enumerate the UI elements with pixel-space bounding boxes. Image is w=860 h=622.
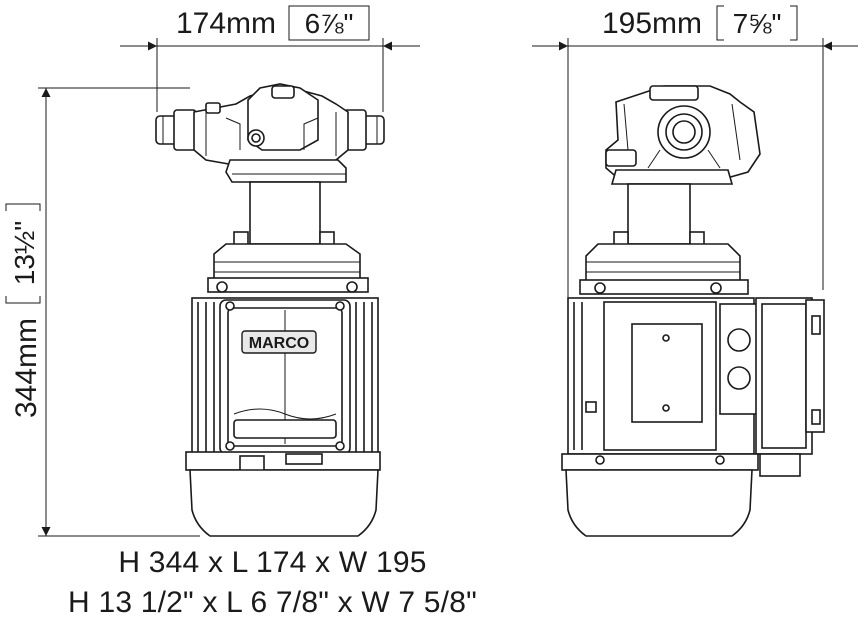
side-width-imperial: 7⅝" — [733, 8, 782, 39]
height-imperial: 13½" — [9, 221, 40, 285]
caption-imperial: H 13 1/2" x L 6 7/8" x W 7 5/8" — [68, 586, 477, 619]
front-cooling-fins — [197, 302, 373, 452]
pump-side-view — [561, 85, 825, 537]
caption-metric: H 344 x L 174 x W 195 — [118, 546, 427, 579]
height-metric: 344mm — [10, 318, 43, 418]
brand-plate-text: MARCO — [249, 335, 309, 352]
pump-front-view: MARCO — [155, 83, 385, 537]
dimension-height: 344mm 13½" — [5, 87, 200, 537]
dimension-front-width: 174mm 6⅞" — [120, 5, 420, 112]
side-width-metric: 195mm — [602, 7, 702, 40]
front-width-imperial: 6⅞" — [305, 8, 354, 39]
dimension-side-width: 195mm 7⅝" — [532, 5, 858, 300]
front-width-metric: 174mm — [176, 7, 276, 40]
